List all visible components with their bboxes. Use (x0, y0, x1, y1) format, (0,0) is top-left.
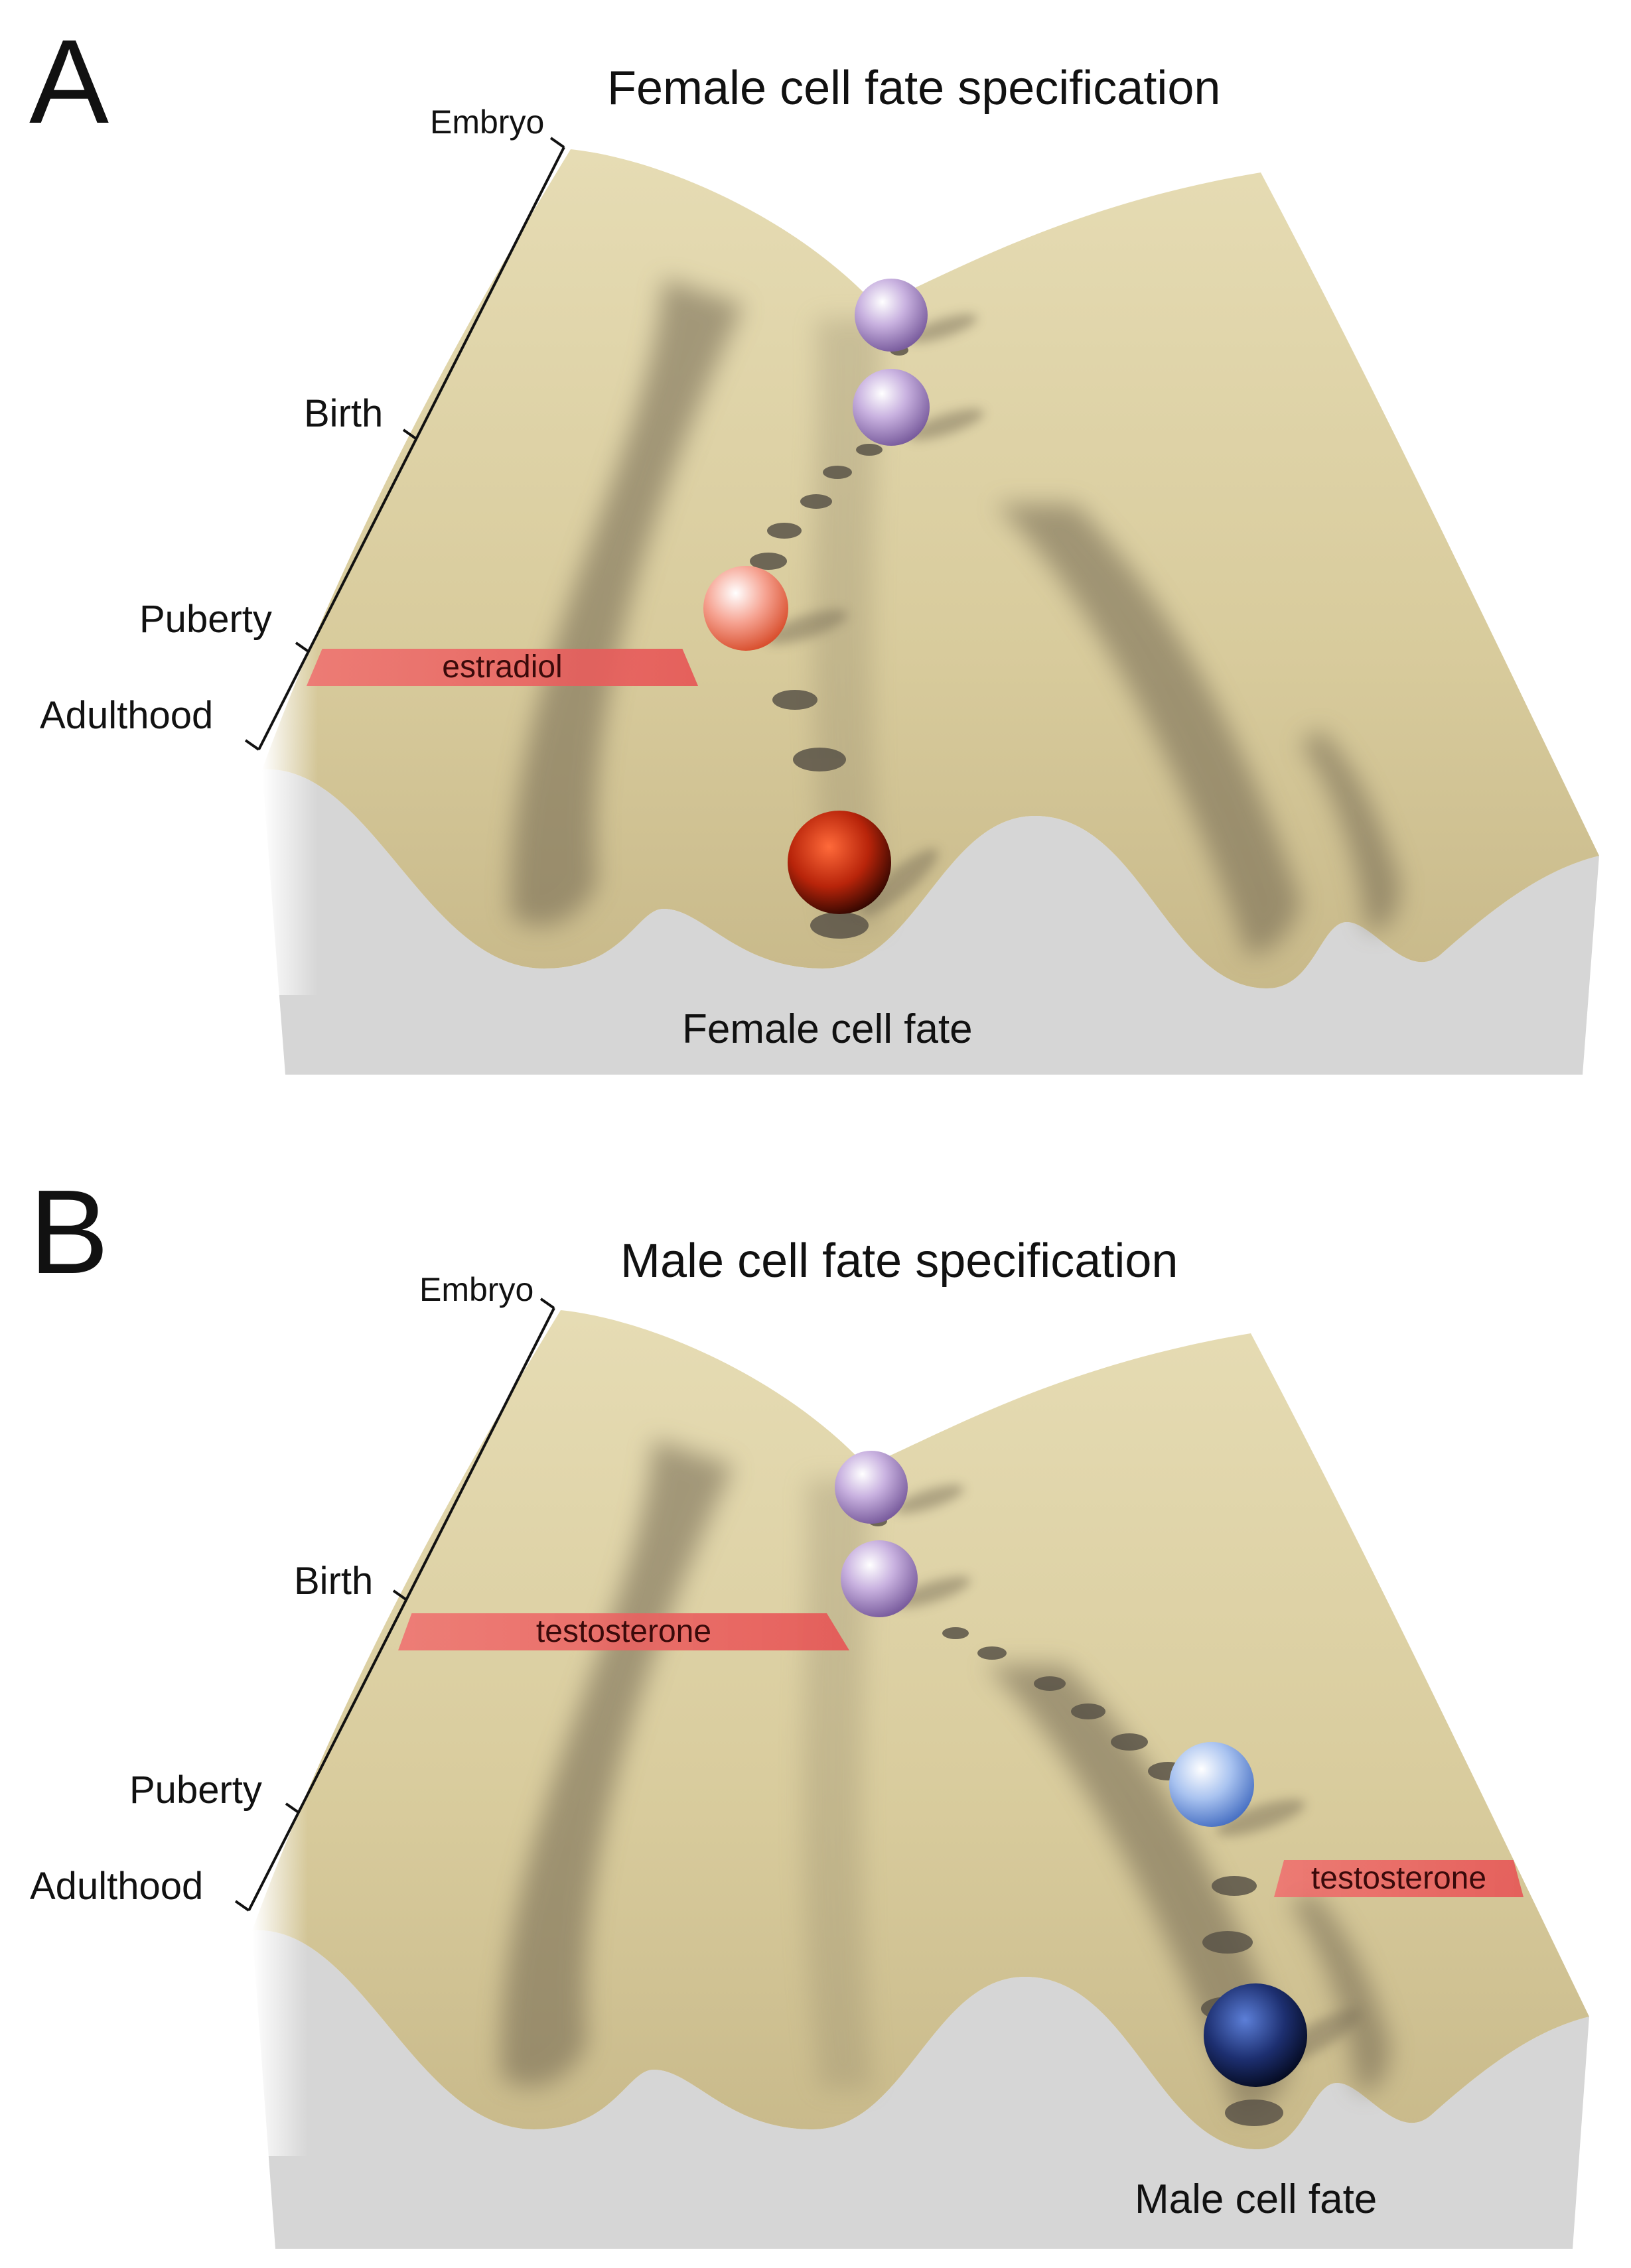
stage-puberty: Puberty (139, 598, 272, 641)
stage-adulthood: Adulthood (40, 694, 214, 737)
cell-path-dots-a (750, 345, 908, 939)
panel-title: Female cell fate specification (607, 62, 1221, 115)
undifferentiated-cell-2 (841, 1540, 918, 1617)
female-fate-cell (788, 811, 891, 914)
landscape-b (234, 1294, 1589, 2249)
stage-birth: Birth (294, 1560, 374, 1603)
fate-label: Male cell fate (1135, 2176, 1378, 2222)
intermediate-cell (1169, 1742, 1254, 1827)
undifferentiated-cell-2 (853, 369, 930, 446)
panel-letter: A (29, 15, 109, 149)
stage-embryo: Embryo (419, 1271, 534, 1308)
stage-embryo: Embryo (430, 103, 545, 141)
landscape-a (244, 133, 1599, 1075)
landscape-base (252, 1930, 1589, 2249)
intermediate-cell (703, 566, 788, 651)
undifferentiated-cell-1 (855, 279, 928, 352)
panel-letter: B (29, 1166, 109, 1299)
undifferentiated-cell-1 (835, 1451, 908, 1524)
hormone-band-testosterone-puberty: testosterone (1274, 1860, 1524, 1897)
timeline-axis-a (244, 137, 565, 751)
hormone-band-testosterone-birth: testosterone (398, 1613, 849, 1650)
hormone-band-estradiol: estradiol (307, 649, 698, 686)
timeline-axis-b (234, 1298, 555, 1912)
panel-b: B Male cell fate specification Embryo Bi… (0, 1161, 1631, 2268)
stage-puberty: Puberty (129, 1768, 262, 1812)
fate-label: Female cell fate (682, 1006, 973, 1052)
male-fate-cell (1204, 1983, 1307, 2087)
landscape-base (262, 769, 1599, 1075)
stage-birth: Birth (304, 392, 384, 435)
panel-title: Male cell fate specification (620, 1234, 1178, 1288)
stage-adulthood: Adulthood (30, 1865, 204, 1908)
panel-a: A Female cell fate specification Embryo … (0, 0, 1631, 1128)
